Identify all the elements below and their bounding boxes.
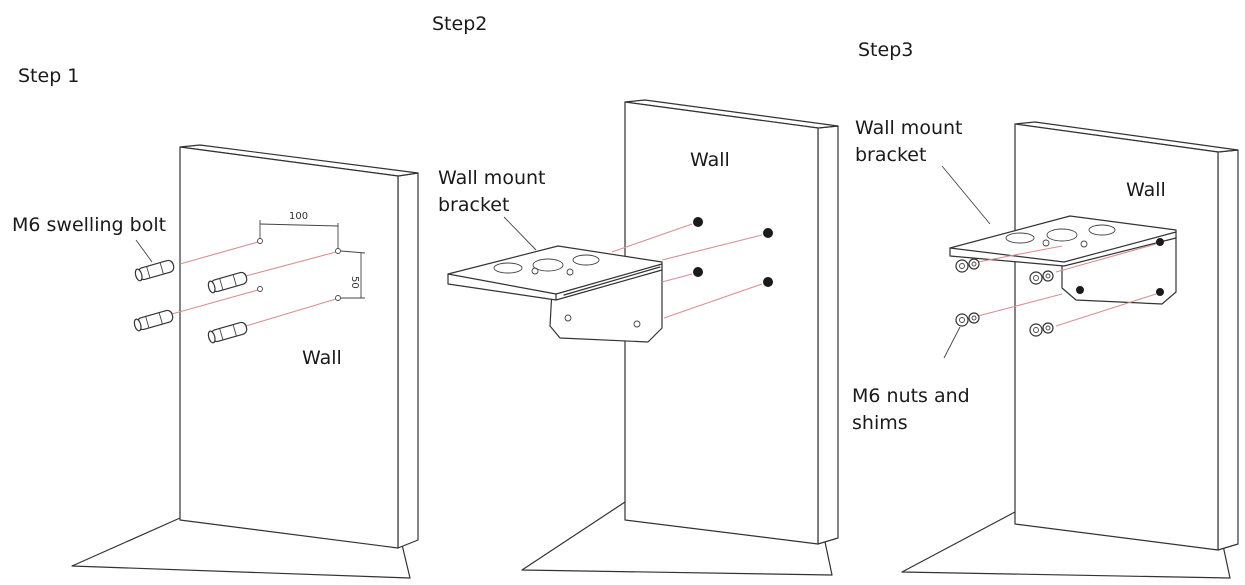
step-1-panel: Step 1 100 50: [12, 65, 419, 579]
step-2-wall: [624, 101, 819, 545]
step-2-bracket-leader: [503, 216, 537, 251]
step-2-wall-hole: [693, 217, 703, 227]
step-3-bracket-leader: [941, 165, 991, 225]
swelling-bolt-icon: [134, 259, 175, 282]
step-1-dim-100-label: 100: [289, 211, 308, 222]
step-1-title: Step 1: [18, 65, 79, 87]
step-2-wall-hole: [763, 228, 773, 238]
step-2-wall-mount-bracket: [447, 245, 663, 343]
step-3-nuts-label-line2: shims: [852, 412, 908, 434]
step-3-guide-line: [977, 293, 1063, 317]
step-1-guide-line: [171, 289, 259, 315]
step-1-drill-hole: [257, 286, 263, 292]
step-2-bracket-label-line2: bracket: [438, 194, 509, 216]
swelling-bolt-icon: [207, 321, 248, 344]
step-1-wall-side: [397, 172, 419, 549]
nut-and-shim-icon: [1029, 322, 1054, 337]
step-3-title: Step3: [858, 39, 913, 61]
step-3-guide-line: [977, 245, 1063, 263]
nut-and-shim-icon: [1029, 270, 1054, 285]
step-3-bracket-label-line1: Wall mount: [855, 117, 962, 139]
swelling-bolt-icon: [133, 309, 174, 332]
step-1-bolt-leader: [135, 239, 153, 263]
step-1-bolt-label: M6 swelling bolt: [12, 214, 166, 236]
step-2-bracket-label-line1: Wall mount: [438, 167, 545, 189]
step-2-wall-label: Wall: [690, 149, 730, 171]
step-3-wall-mount-bracket: [949, 215, 1177, 305]
step-2-guide-line: [661, 273, 693, 283]
step-1-drill-hole: [335, 295, 341, 301]
swelling-bolt-icon: [207, 271, 248, 294]
step-1-dim-50-label: 50: [349, 276, 360, 289]
step-3-wall-side: [1217, 149, 1239, 551]
step-2-guide-line: [661, 234, 763, 261]
step-3-nuts-label-line1: M6 nuts and: [852, 385, 970, 407]
nut-and-shim-icon: [955, 312, 980, 327]
step-1-guide-line: [179, 241, 259, 265]
step-2-guide-line: [663, 283, 763, 319]
step-1-drill-hole: [257, 238, 263, 244]
step-1-dimension-vertical: 50: [340, 250, 366, 299]
step-2-panel: Step2 Wall moun: [432, 13, 839, 576]
step-1-wall: [179, 146, 399, 549]
step-2-wall-hole: [763, 277, 773, 287]
step-1-drill-hole: [335, 248, 341, 254]
step-2-guide-line: [611, 223, 693, 253]
step-1-guide-line: [245, 298, 337, 327]
step-1-guide-line: [245, 251, 337, 277]
step-1-wall-label: Wall: [302, 347, 342, 369]
step-3-bracket-label-line2: bracket: [855, 144, 926, 166]
step-3-wall-label: Wall: [1126, 179, 1166, 201]
step-2-title: Step2: [432, 13, 487, 35]
step-3-guide-line: [1055, 243, 1157, 273]
step-3-wall: [1014, 123, 1219, 551]
step-1-dimension-horizontal: 100: [259, 211, 339, 248]
step-2-wall-side: [817, 125, 839, 545]
step-3-nuts-leader: [943, 326, 961, 359]
step-3-panel: Step3: [852, 39, 1239, 579]
step-3-guide-line: [1055, 293, 1157, 327]
step-2-wall-hole: [693, 267, 703, 277]
nut-and-shim-icon: [955, 258, 980, 273]
